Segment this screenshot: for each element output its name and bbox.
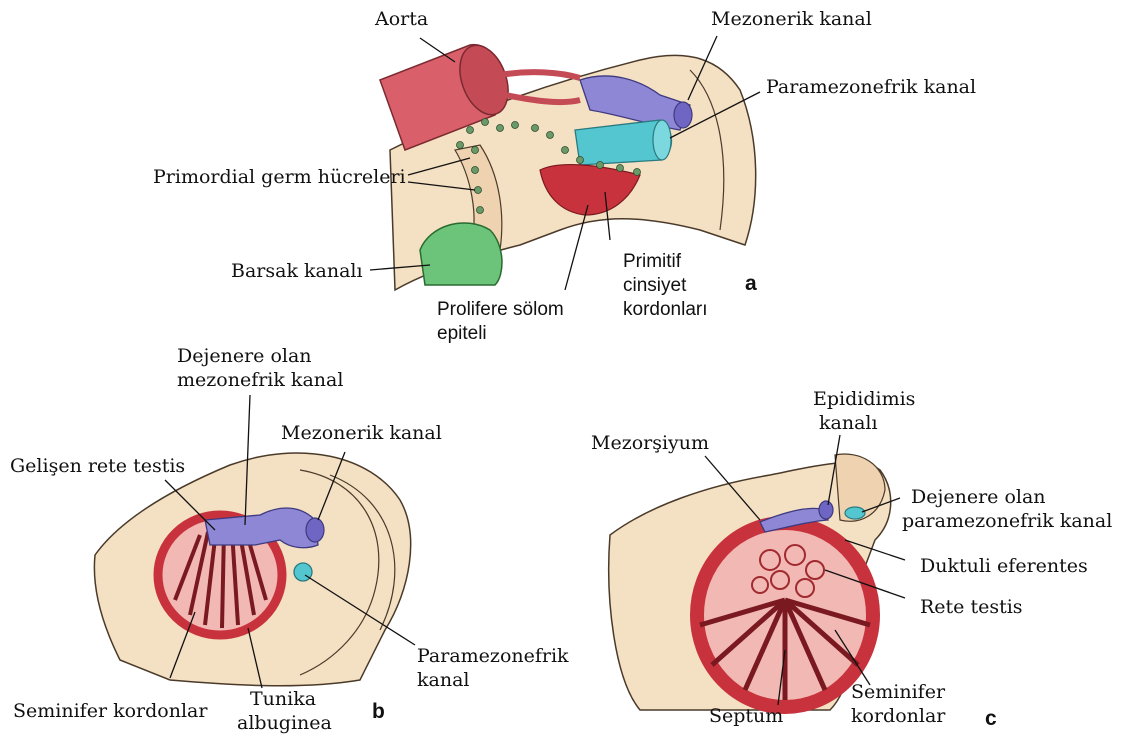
label-gut: Barsak kanalı xyxy=(231,260,363,283)
label-primitive-sex-cords-3: kordonları xyxy=(623,298,708,321)
label-mesorchium: Mezorşiyum xyxy=(591,432,709,455)
label-mesonephric-duct-a: Mezonerik kanal xyxy=(711,8,872,31)
label-paramesonephric-b-1: Paramezonefrik xyxy=(417,645,569,668)
panel-letter-a: a xyxy=(745,272,757,296)
label-paramesonephric-b-2: kanal xyxy=(417,669,469,692)
label-epididymis-1: Epididimis xyxy=(813,388,915,411)
label-tunica-albuginea-1: Tunika xyxy=(250,688,316,711)
panel-letter-b: b xyxy=(372,700,385,724)
label-seminiferous-cords-c-1: Seminifer xyxy=(851,681,945,704)
label-degenerating-mesonephric-2: mezonefrik kanal xyxy=(177,369,343,392)
mesonephric-duct-a-end xyxy=(674,102,692,128)
label-septum: Septum xyxy=(709,705,783,728)
label-primitive-sex-cords-2: cinsiyet xyxy=(623,274,686,297)
label-seminiferous-cords-b: Seminifer kordonlar xyxy=(13,700,207,723)
label-developing-rete-testis: Gelişen rete testis xyxy=(10,455,185,478)
label-degenerating-mesonephric-1: Dejenere olan xyxy=(177,345,312,368)
mesonephric-duct-b-end xyxy=(306,518,324,542)
label-degenerating-paramesonephric-1: Dejenere olan xyxy=(911,486,1046,509)
panel-letter-c: c xyxy=(985,707,997,731)
label-primitive-sex-cords-1: Primitif xyxy=(623,250,681,273)
label-aorta: Aorta xyxy=(375,8,428,31)
label-primordial-germ-cells: Primordial germ hücreleri xyxy=(153,166,406,189)
label-paramesonephric-duct-a: Paramezonefrik kanal xyxy=(766,76,976,99)
epididymis-duct-end xyxy=(819,501,833,519)
label-mesonephric-duct-b: Mezonerik kanal xyxy=(281,422,442,445)
label-degenerating-paramesonephric-2: paramezonefrik kanal xyxy=(902,510,1112,533)
label-seminiferous-cords-c-2: kordonlar xyxy=(851,705,945,728)
paramesonephric-duct-c xyxy=(845,507,865,519)
label-rete-testis: Rete testis xyxy=(920,596,1023,619)
label-epididymis-2: kanalı xyxy=(819,412,878,435)
panel-b-drawing xyxy=(94,453,410,686)
label-coelomic-epithelium-2: epiteli xyxy=(437,322,487,345)
segmental-artery-1 xyxy=(500,72,580,78)
paramesonephric-duct-a-end xyxy=(653,120,671,160)
label-ductuli-efferentes: Duktuli eferentes xyxy=(920,555,1088,578)
label-coelomic-epithelium-1: Prolifere sölom xyxy=(437,298,564,321)
panel-c-drawing xyxy=(609,454,891,710)
label-tunica-albuginea-2: albuginea xyxy=(237,712,332,735)
